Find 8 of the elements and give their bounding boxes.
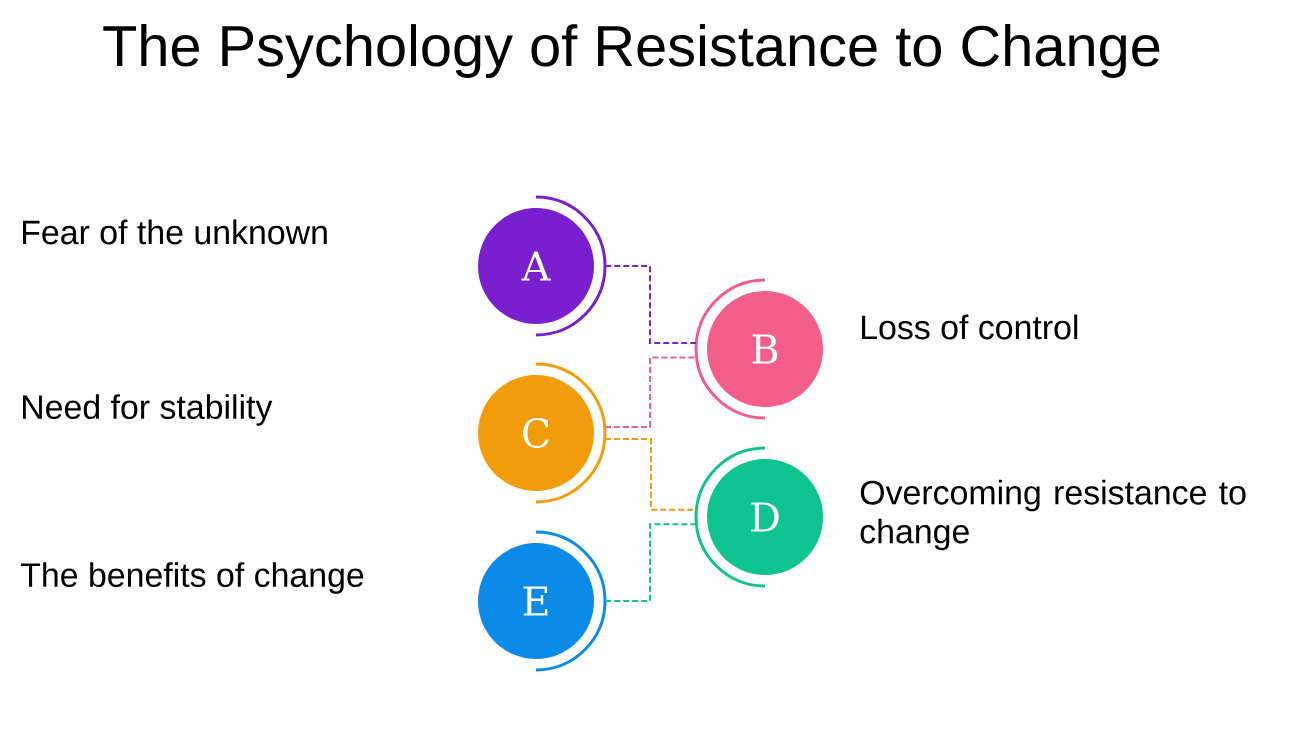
side-label: Fear of the unknown [23, 219, 327, 245]
dashed-connector [604, 265, 698, 344]
side-label: The benefits of change [20, 562, 364, 594]
side-label: Loss of control [862, 314, 1078, 340]
title: The Psychology of Resistance to Change [103, 24, 1160, 78]
side-label: Need for stability [23, 394, 273, 426]
side-label: Overcoming resistance to change [860, 479, 1246, 551]
dashed-connector [604, 523, 698, 602]
